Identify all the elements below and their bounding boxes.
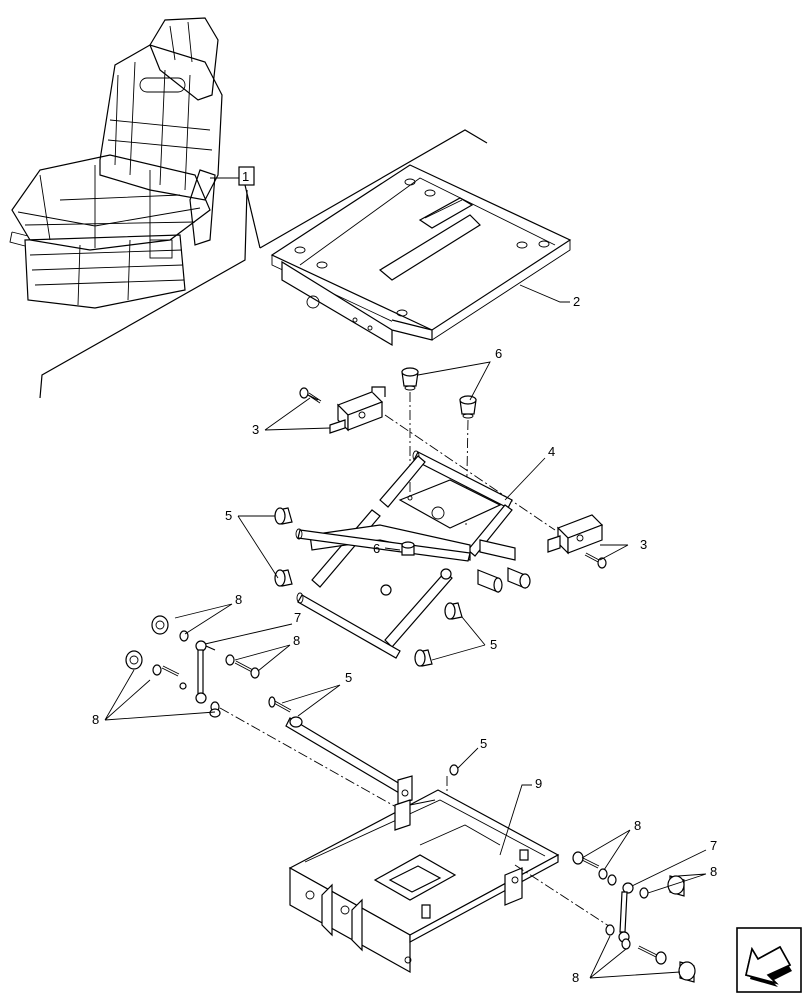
callout-5c: 5 [345,670,352,685]
callout-6a: 6 [495,346,502,361]
scissor-mechanism [295,450,531,659]
rubber-stop-small [401,541,415,556]
callout-7a: 7 [294,610,301,625]
callout-8f: 8 [572,970,579,985]
callout-3b: 3 [640,537,647,552]
callout-4: 4 [548,444,555,459]
screw-right [584,552,607,569]
hinge-bracket-top [329,386,386,434]
callout-5b: 5 [490,637,497,652]
seat-illustration-icon [9,17,223,309]
rubber-stop-top-right [459,395,477,419]
callout-8c: 8 [92,712,99,727]
callout-2: 2 [573,294,580,309]
pivot-rod [268,696,413,805]
small-nut [449,764,459,776]
callout-9: 9 [535,776,542,791]
callout-7b: 7 [710,838,717,853]
linkage-right [572,851,696,983]
base-frame [288,789,560,974]
callout-8d: 8 [634,818,641,833]
bushing-left-top [274,507,293,525]
reference-box [238,166,255,186]
back-arrow-button[interactable] [736,927,802,993]
linkage-left [125,615,260,718]
bushing-left-bottom [274,569,293,587]
callout-8a: 8 [235,592,242,607]
callout-6b: 6 [373,541,380,556]
bushing-right-top [444,602,463,620]
callout-8e: 8 [710,864,717,879]
mounting-plate [270,164,572,347]
callout-5a: 5 [225,508,232,523]
back-arrow-icon [736,927,802,993]
callout-3a: 3 [252,422,259,437]
screw-top-left [299,387,322,404]
rubber-stop-top-left [401,367,419,391]
callout-1: 1 [242,169,249,184]
bushing-right-bottom [414,649,433,667]
hinge-bracket-right [547,514,604,555]
callout-5d: 5 [480,736,487,751]
callout-8b: 8 [293,633,300,648]
